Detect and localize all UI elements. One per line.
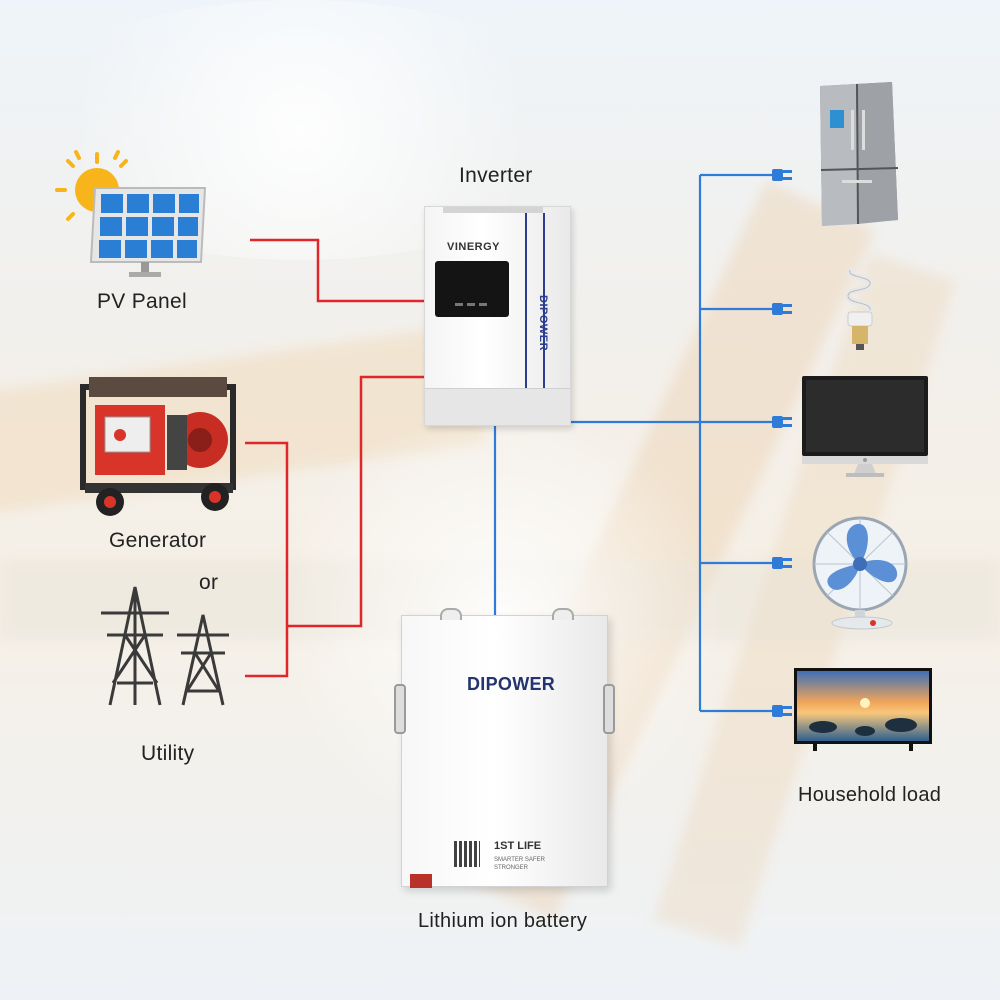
inverter-side-brand: DIPOWER — [537, 295, 549, 352]
transmission-tower-icon — [101, 586, 229, 706]
generator-label: Generator — [109, 529, 207, 552]
pv-wire — [250, 238, 424, 303]
battery-brand: DIPOWER — [467, 674, 556, 694]
utility-label: Utility — [141, 742, 195, 765]
refrigerator-icon — [820, 82, 899, 226]
plug-icon — [772, 169, 792, 181]
inverter-screen — [435, 261, 509, 317]
monitor-icon — [802, 376, 928, 477]
plug-icon — [772, 416, 792, 428]
solar-panel-icon — [55, 150, 207, 277]
grid-wire — [287, 375, 424, 628]
battery-terminal — [410, 874, 432, 888]
generator-wire — [245, 441, 289, 678]
fan-icon — [812, 516, 908, 630]
generator-icon — [80, 377, 236, 516]
battery-slogan: SMARTER SAFER STRONGER — [494, 857, 545, 871]
inverter-label: Inverter — [459, 164, 533, 187]
inverter-brand: VINERGY — [447, 241, 501, 253]
lightbulb-icon — [844, 267, 873, 350]
pv-panel-label: PV Panel — [97, 290, 187, 313]
qr-code-icon — [454, 841, 480, 867]
plug-icon — [772, 557, 792, 569]
household-load-label: Household load — [798, 784, 942, 806]
battery-life-text: 1ST LIFE — [494, 840, 542, 852]
or-label: or — [199, 571, 219, 594]
plug-icon — [772, 705, 792, 717]
tv-icon — [794, 668, 932, 751]
battery-label: Lithium ion battery — [418, 910, 588, 932]
plug-icon — [772, 303, 792, 315]
lithium-battery: DIPOWER 1ST LIFE SMARTER SAFER STRONGER — [394, 608, 615, 888]
inverter: VINERGY DIPOWER — [424, 206, 571, 426]
